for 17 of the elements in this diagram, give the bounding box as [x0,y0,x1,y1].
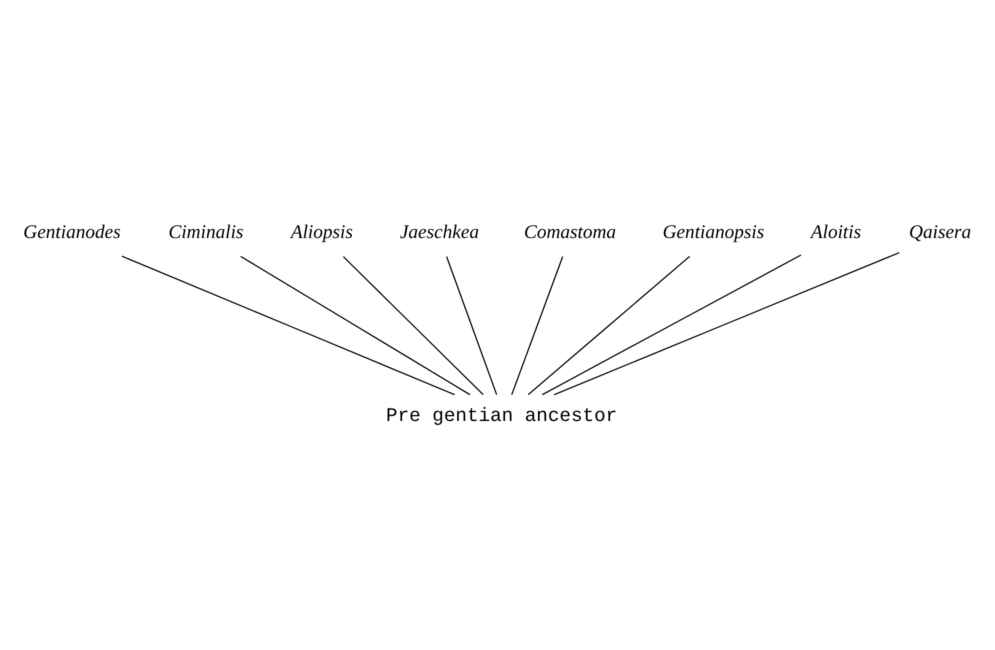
node-text: Gentianopsis [662,221,764,242]
connector [446,256,498,394]
connector [342,256,484,395]
connector [528,255,690,395]
node-text: Gentianodes [23,221,121,242]
node-text: Aloitis [810,221,862,242]
connector [554,252,900,395]
node-text: Aliopsis [290,221,353,242]
connector [122,255,455,395]
connector [240,255,470,395]
node-text: Comastoma [524,221,616,242]
node-text: Pre gentian ancestor [386,404,618,427]
connector [542,254,802,395]
connector [511,256,564,394]
node-text: Ciminalis [168,221,244,242]
node-text: Qaisera [909,221,972,242]
node-text: Jaeschkea [400,221,480,242]
